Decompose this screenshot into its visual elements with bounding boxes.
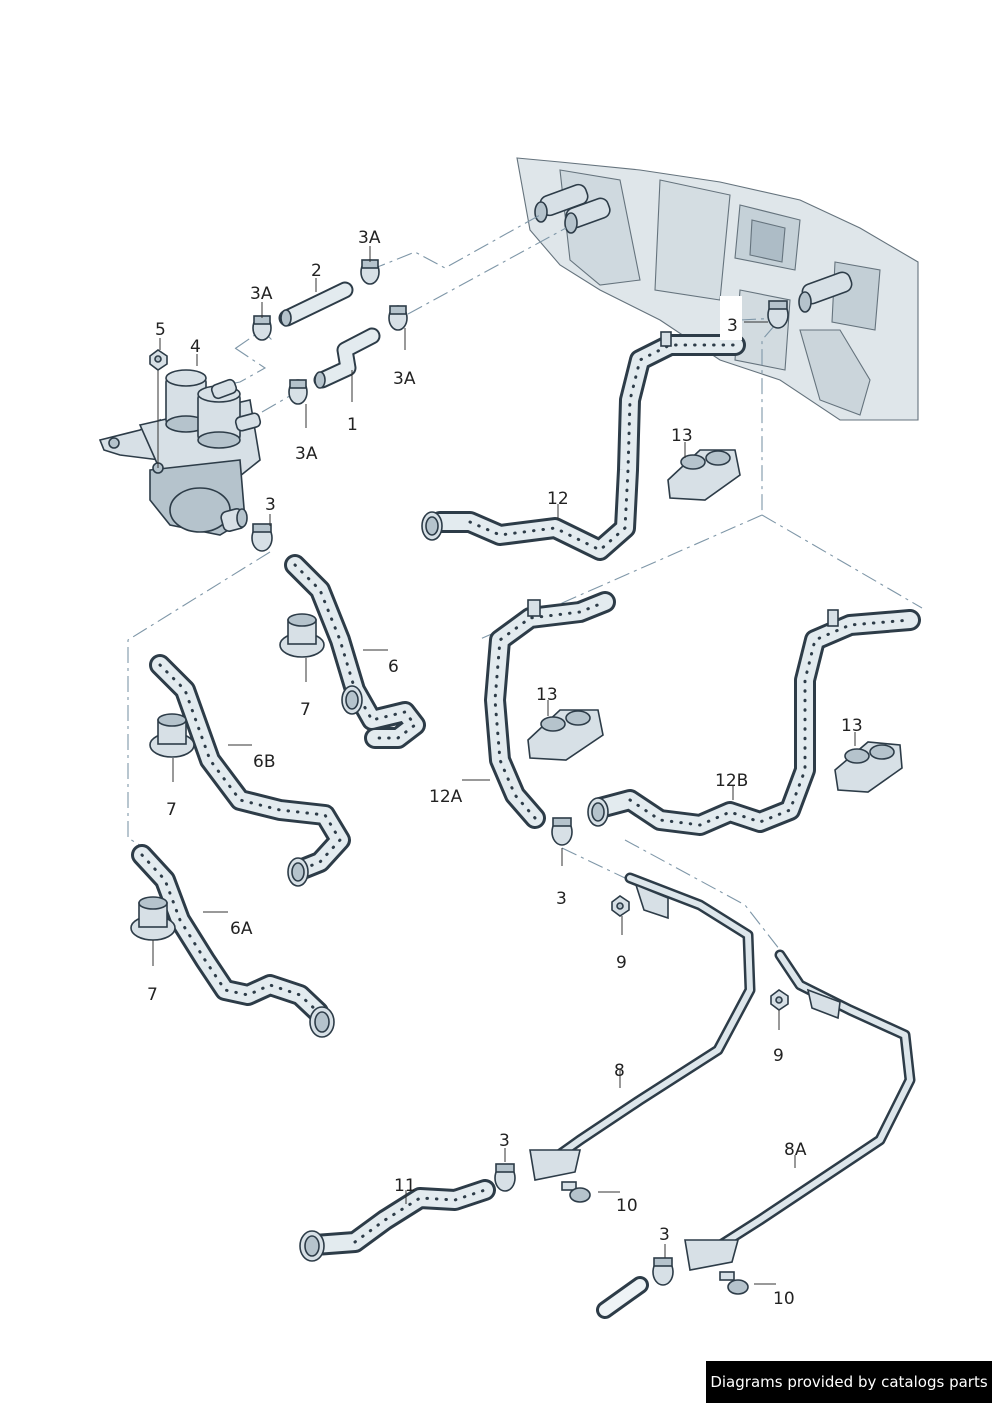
grommet-7-a (279, 613, 325, 658)
callout-10-a: 10 (616, 1196, 638, 1216)
hose-6b (149, 654, 351, 887)
grommet-7-c (130, 896, 176, 941)
callout-3-8a: 3 (659, 1225, 670, 1245)
screw-10-a (561, 1181, 591, 1203)
nut-9-a (611, 895, 630, 917)
grommet-7-b (149, 713, 195, 758)
nut-5 (149, 349, 168, 371)
hose-6 (284, 554, 426, 749)
valve-solenoid-left (165, 369, 207, 433)
clamp-3a-top (360, 259, 380, 285)
leader-lines (152, 246, 856, 1285)
engine-port-left (534, 183, 589, 223)
clamp-3a-left (252, 315, 272, 341)
callout-7-b: 7 (166, 800, 177, 820)
callout-6: 6 (388, 657, 399, 677)
callout-12: 12 (547, 489, 569, 509)
callout-8a: 8A (784, 1140, 807, 1160)
callout-3a-right: 3A (393, 369, 416, 389)
callout-11: 11 (394, 1176, 416, 1196)
callout-13-a: 13 (671, 426, 693, 446)
callout-3a-bottom: 3A (295, 444, 318, 464)
footer-credit-banner: Diagrams provided by catalogs parts (706, 1361, 992, 1403)
grommet-13-a (667, 449, 741, 501)
callout-7-a: 7 (300, 700, 311, 720)
clamp-3a-right (388, 305, 408, 331)
callout-10-b: 10 (773, 1289, 795, 1309)
callout-3-engine: 3 (727, 316, 738, 336)
callout-12a: 12A (429, 787, 463, 807)
pipe-8 (529, 872, 756, 1181)
screw-10-b (719, 1271, 749, 1295)
callout-13-b: 13 (536, 685, 558, 705)
callout-12b: 12B (715, 771, 748, 791)
hose-2 (278, 281, 354, 327)
pipe-8a (596, 949, 916, 1319)
routing-lines (127, 214, 923, 951)
hose-1 (313, 327, 381, 389)
callout-3-11: 3 (499, 1131, 510, 1151)
valve-assembly (98, 369, 262, 536)
callout-13-c: 13 (841, 716, 863, 736)
callout-3-12a: 3 (556, 889, 567, 909)
callout-7-c: 7 (147, 985, 158, 1005)
engine-port-lower (798, 271, 853, 313)
clamp-3a-bottom (288, 379, 308, 405)
engine-bulkhead (516, 157, 919, 421)
clamp-3-11 (494, 1163, 516, 1192)
callout-3a-top: 3A (358, 228, 381, 248)
callouts: 1 2 3A 3A 3A 3A 4 5 3 3 3 3 3 6 6B 6A 7 … (147, 228, 863, 1309)
clamp-3-engine (767, 300, 789, 329)
callout-5: 5 (155, 320, 166, 340)
callout-3a-left: 3A (250, 284, 273, 304)
hose-12a (484, 591, 616, 829)
callout-4: 4 (190, 337, 201, 357)
clamp-3-12a (551, 817, 573, 846)
engine-port-right (564, 197, 611, 234)
callout-2: 2 (311, 261, 322, 281)
hose-12 (421, 331, 746, 561)
grommet-13-c (834, 741, 903, 793)
callout-6a: 6A (230, 919, 253, 939)
callout-6b: 6B (253, 752, 275, 772)
hose-6a (131, 844, 335, 1038)
callout-1: 1 (347, 415, 358, 435)
nut-9-b (770, 989, 789, 1011)
callout-3-valve: 3 (265, 495, 276, 515)
hose-12b (587, 609, 921, 836)
grommet-13-b (527, 709, 604, 761)
callout-8: 8 (614, 1061, 625, 1081)
clamp-3-8a (652, 1257, 674, 1286)
clamp-3-valve (251, 523, 273, 552)
callout-9-b: 9 (773, 1046, 784, 1066)
hose-11 (299, 1179, 496, 1262)
callout-9-a: 9 (616, 953, 627, 973)
